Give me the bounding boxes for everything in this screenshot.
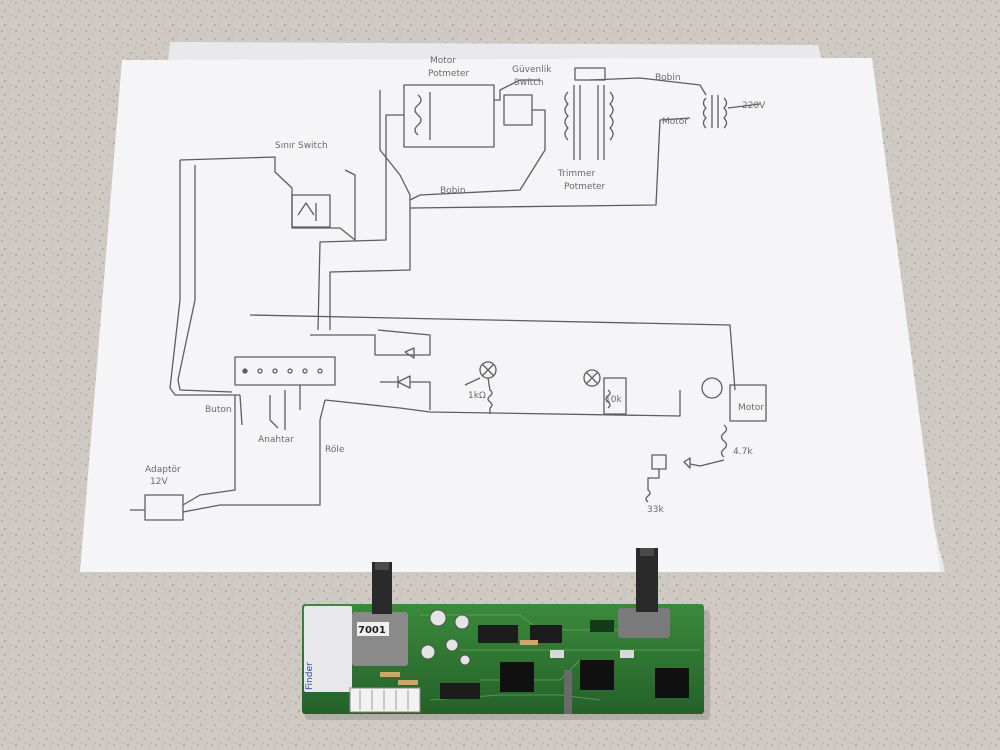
pcb-board: Finder 7001 [302, 548, 704, 714]
label-resistor-4: 10k [605, 395, 622, 405]
capacitor-1 [429, 609, 447, 627]
capacitor-5 [459, 654, 471, 666]
motor-potmeter-box [403, 84, 495, 148]
label-safety-switch-sub: Switch [514, 78, 544, 88]
power-block [144, 494, 184, 521]
label-limit-switch: Sınır Switch [275, 141, 328, 151]
label-motor: Motor [662, 117, 688, 127]
capacitor-4 [445, 638, 459, 652]
knob-right-shaft [636, 548, 658, 612]
relay-component [304, 606, 352, 692]
label-relay: Röle [325, 445, 345, 455]
label-resistor-3: 33k [647, 505, 664, 515]
capacitor-2 [454, 614, 470, 630]
relay-brand: Finder [305, 662, 315, 690]
side-bracket [564, 670, 572, 714]
ic-1 [478, 625, 518, 643]
knob-left-shaft [372, 562, 392, 614]
potentiometer-right-body [618, 608, 670, 638]
label-resistor-2: 4.7k [733, 447, 753, 457]
ic-3 [500, 662, 534, 692]
label-safety-switch: Güvenlik [512, 65, 552, 75]
label-coil: Bobin [655, 73, 681, 83]
label-motor-top: Motor [430, 56, 456, 66]
lamp-2 [583, 369, 601, 387]
ic-5 [655, 668, 689, 698]
motor-symbol [701, 377, 723, 399]
ic-2 [530, 625, 562, 643]
terminal-block [234, 356, 336, 386]
ic-4 [580, 660, 614, 690]
handwritten-labels: Motor Potmeter Güvenlik Switch Trimmer P… [145, 56, 766, 515]
label-trimmer-sub: Potmeter [564, 182, 606, 192]
label-button: Buton [205, 405, 232, 415]
chip-label: 7001 [358, 625, 386, 636]
label-resistor-1: 1kΩ [468, 391, 486, 401]
black-connector [440, 683, 480, 699]
relay-symbol [291, 194, 331, 228]
label-power-in: 220V [742, 101, 766, 111]
label-motor-2: Motor [738, 403, 764, 413]
small-parts [590, 620, 614, 632]
label-bottom-wire: Bobin [440, 186, 466, 196]
capacitor-3 [420, 644, 436, 660]
paper-sheet-front [80, 58, 940, 572]
power-transformer [702, 95, 728, 129]
label-switch: Anahtar [258, 435, 294, 445]
label-power-block: Adaptör [145, 465, 181, 475]
label-power-block-sub: 12V [150, 477, 168, 487]
label-motor-top-sub: Potmeter [428, 69, 470, 79]
potentiometer-left-body [352, 612, 408, 666]
label-trimmer: Trimmer [557, 169, 595, 179]
schematic-drawing [130, 67, 767, 521]
